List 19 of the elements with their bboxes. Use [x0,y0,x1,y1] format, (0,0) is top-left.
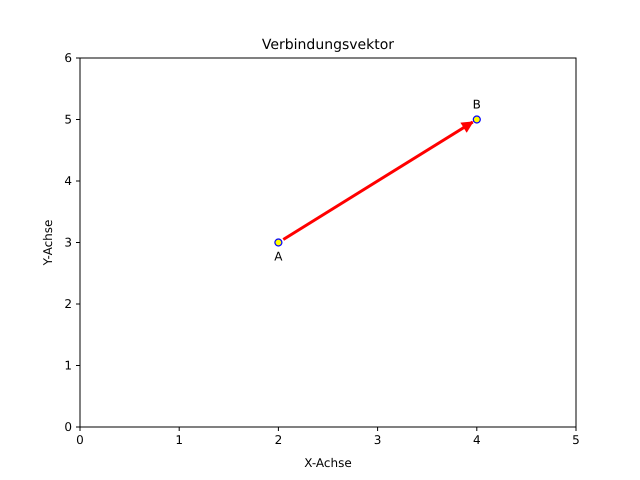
tick-label: 1 [64,358,72,372]
chart-title: Verbindungsvektor [262,37,394,53]
labeled-point: B [472,98,481,124]
tick-label: 4 [472,433,481,447]
tick-label: 3 [374,433,382,447]
tick-label: 6 [64,51,72,65]
labeled-point: A [274,238,282,264]
axis-label: Y-Achse [41,220,55,266]
vector-arrow [282,120,474,241]
tick-label: 2 [64,297,72,311]
tick-label: 5 [572,433,580,447]
tick-label: 5 [64,112,72,126]
tick-label: 3 [64,236,72,250]
tick-label: 0 [64,420,72,434]
tick-label: 4 [64,174,72,188]
tick-label: 1 [175,433,184,447]
axis-label: X-Achse [304,456,352,470]
tick-label: 0 [76,433,84,447]
tick-label: 2 [274,433,282,447]
